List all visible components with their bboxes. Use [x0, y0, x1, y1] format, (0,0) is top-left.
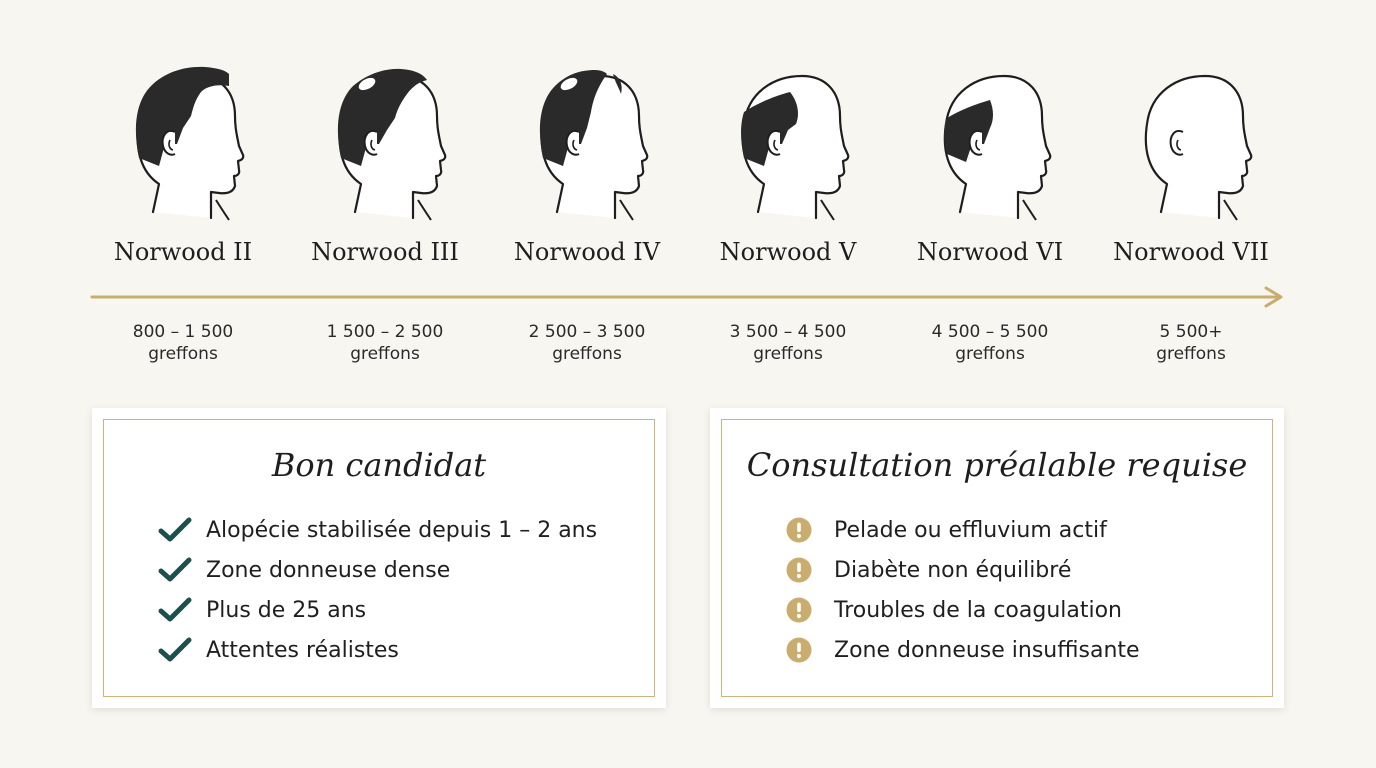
- grafts-range: 1 500 – 2 500: [326, 322, 444, 342]
- criteria-text: Attentes réalistes: [206, 637, 399, 663]
- panel-title: Consultation préalable requise: [746, 446, 1248, 484]
- criteria-list: Alopécie stabilisée depuis 1 – 2 ans Zon…: [158, 510, 597, 670]
- progression-arrow: [90, 286, 1283, 308]
- head-profile-icon: [943, 74, 1052, 221]
- head-profile-icon: [1144, 74, 1253, 221]
- warning-icon: [786, 557, 820, 583]
- head-profile-icon: [337, 68, 447, 221]
- stage-norwood-3: Norwood III 1 500 – 2 500 greffons: [295, 0, 475, 364]
- criteria-text: Alopécie stabilisée depuis 1 – 2 ans: [206, 517, 598, 543]
- head-profile-icon: [135, 66, 245, 221]
- grafts-range: 4 500 – 5 500: [931, 322, 1049, 342]
- warning-text: Diabète non équilibré: [834, 557, 1072, 583]
- warning-text: Troubles de la coagulation: [834, 597, 1122, 623]
- grafts-range: 800 – 1 500: [132, 322, 234, 342]
- grafts-unit: greffons: [753, 344, 823, 364]
- warning-text: Zone donneuse insuffisante: [834, 637, 1140, 663]
- criteria-item: Plus de 25 ans: [158, 590, 597, 630]
- grafts-range: 5 500+: [1159, 322, 1223, 342]
- criteria-item: Zone donneuse dense: [158, 550, 597, 590]
- stage-norwood-6: Norwood VI 4 500 – 5 500 greffons: [900, 0, 1080, 364]
- grafts-unit: greffons: [955, 344, 1025, 364]
- warning-icon: [786, 517, 820, 543]
- head-profile-icon: [539, 70, 649, 221]
- grafts-unit: greffons: [148, 344, 218, 364]
- grafts-range: 3 500 – 4 500: [729, 322, 847, 342]
- stage-grafts: 3 500 – 4 500 greffons: [698, 321, 878, 365]
- stage-label: Norwood III: [311, 238, 459, 266]
- warning-item: Diabète non équilibré: [786, 550, 1140, 590]
- warning-text: Pelade ou effluvium actif: [834, 517, 1107, 543]
- grafts-unit: greffons: [1156, 344, 1226, 364]
- stage-grafts: 1 500 – 2 500 greffons: [295, 321, 475, 365]
- warning-icon: [786, 597, 820, 623]
- stage-label: Norwood VI: [916, 238, 1064, 266]
- stage-label: Norwood V: [719, 238, 857, 266]
- panel-border: [103, 419, 655, 697]
- check-icon: [158, 517, 192, 543]
- stage-grafts: 800 – 1 500 greffons: [93, 321, 273, 365]
- head-profile-icon: [741, 74, 850, 221]
- stage-grafts: 4 500 – 5 500 greffons: [900, 321, 1080, 365]
- stage-norwood-2: Norwood II 800 – 1 500 greffons: [93, 0, 273, 364]
- stage-norwood-7: Norwood VII 5 500+ greffons: [1101, 0, 1281, 364]
- stage-grafts: 2 500 – 3 500 greffons: [497, 321, 677, 365]
- warning-icon: [786, 637, 820, 663]
- check-icon: [158, 557, 192, 583]
- stage-label: Norwood IV: [513, 238, 661, 266]
- stage-label: Norwood II: [113, 238, 253, 266]
- stage-label: Norwood VII: [1113, 238, 1269, 266]
- consultation-panel: Consultation préalable requise Pelade ou…: [710, 408, 1284, 708]
- criteria-item: Attentes réalistes: [158, 630, 597, 670]
- warning-item: Pelade ou effluvium actif: [786, 510, 1140, 550]
- stage-grafts: 5 500+ greffons: [1101, 321, 1281, 365]
- stage-norwood-5: Norwood V 3 500 – 4 500 greffons: [698, 0, 878, 364]
- good-candidate-panel: Bon candidat Alopécie stabilisée depuis …: [92, 408, 666, 708]
- criteria-text: Plus de 25 ans: [206, 597, 367, 623]
- stage-norwood-4: Norwood IV 2 500 – 3 500 greffons: [497, 0, 677, 364]
- warning-list: Pelade ou effluvium actif Diabète non éq…: [786, 510, 1140, 670]
- grafts-unit: greffons: [350, 344, 420, 364]
- warning-item: Zone donneuse insuffisante: [786, 630, 1140, 670]
- panel-title: Bon candidat: [271, 446, 487, 484]
- grafts-unit: greffons: [552, 344, 622, 364]
- panel-border: [721, 419, 1273, 697]
- criteria-text: Zone donneuse dense: [206, 557, 451, 583]
- check-icon: [158, 637, 192, 663]
- grafts-range: 2 500 – 3 500: [528, 322, 646, 342]
- warning-item: Troubles de la coagulation: [786, 590, 1140, 630]
- check-icon: [158, 597, 192, 623]
- criteria-item: Alopécie stabilisée depuis 1 – 2 ans: [158, 510, 597, 550]
